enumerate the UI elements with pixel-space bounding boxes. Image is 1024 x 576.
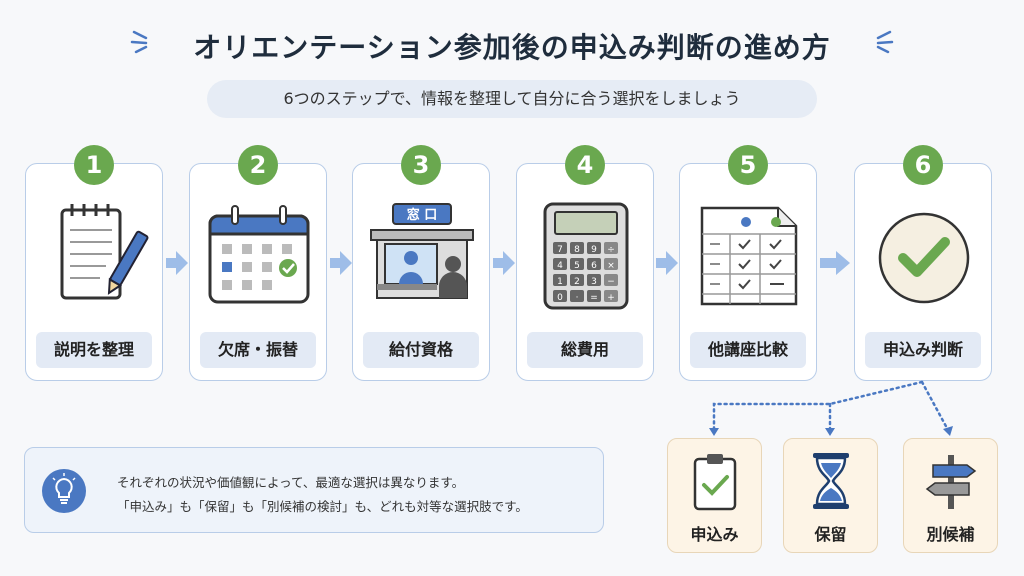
arrow-right-icon: [166, 251, 188, 275]
subtitle: 6つのステップで、情報を整理して自分に合う選択をしましょう: [207, 80, 817, 118]
calculator-key: [604, 258, 618, 270]
signpost-icon: [925, 455, 977, 509]
calculator-key: [587, 290, 601, 302]
calculator-key-label: 3: [591, 277, 597, 287]
sparkle-right-icon: [876, 30, 894, 54]
calculator-key-label: 7: [557, 245, 563, 255]
calculator-key: [587, 274, 601, 286]
option-label: 別候補: [926, 525, 975, 544]
calculator-key: [570, 258, 584, 270]
arrow-right-icon: [493, 251, 515, 275]
step-label: 説明を整理: [36, 332, 152, 368]
clipboard-check-icon: [693, 454, 737, 511]
calculator-key-label: ·: [576, 293, 579, 303]
arrow-right-icon: [330, 251, 352, 275]
calculator-key: [604, 290, 618, 302]
step-number-badge: 6: [903, 145, 943, 185]
arrow-right-icon: [656, 251, 678, 275]
step-5-card: 5 他講座比較: [679, 145, 817, 381]
calculator-key: [587, 242, 601, 254]
step-1-card: 1 説明を整理: [25, 145, 163, 381]
service-counter-icon: 窓 口: [370, 203, 474, 299]
calculator-key: [553, 290, 567, 302]
step-number-badge: 5: [728, 145, 768, 185]
calculator-key: [604, 242, 618, 254]
branch-connector: [709, 380, 953, 436]
calculator-icon: 7 8 9 ÷ 4 5 6 × 1 2 3− 0 · = +: [543, 202, 629, 310]
calculator-key-label: 5: [574, 261, 580, 271]
step-3-card: 3 窓 口 給付資格: [352, 145, 490, 381]
step-label: 他講座比較: [690, 332, 806, 368]
calculator-key: [553, 274, 567, 286]
step-2-card: 2 欠席・振替: [189, 145, 327, 381]
calculator-key: [570, 242, 584, 254]
calculator-key-label: 4: [557, 261, 563, 271]
step-label: 申込み判断: [865, 332, 981, 368]
calculator-key-label: =: [590, 293, 598, 303]
step-number-badge: 3: [401, 145, 441, 185]
calculator-key: [553, 242, 567, 254]
calculator-key-label: +: [607, 293, 615, 303]
step-number-badge: 2: [238, 145, 278, 185]
option-label: 保留: [814, 525, 847, 544]
calculator-key-label: ×: [607, 261, 615, 271]
calculator-key-label: 0: [557, 293, 563, 303]
step-6-card: 6 申込み判断: [854, 145, 992, 381]
page-title: オリエンテーション参加後の申込み判断の進め方: [193, 31, 831, 64]
option-apply-card: 申込み: [667, 438, 762, 553]
calculator-key: [553, 258, 567, 270]
step-label: 欠席・振替: [200, 332, 316, 368]
calculator-key-label: 1: [557, 277, 563, 287]
notepad-pen-icon: [60, 204, 149, 300]
calculator-key-label: 8: [574, 245, 580, 255]
note-line-1: それぞれの状況や価値観によって、最適な選択は異なります。: [117, 475, 465, 490]
option-hold-card: 保留: [783, 438, 878, 553]
calculator-key-label: 2: [574, 277, 580, 287]
calculator-key-label: 6: [591, 261, 597, 271]
step-label: 給付資格: [363, 332, 479, 368]
option-alternative-card: 別候補: [903, 438, 998, 553]
comparison-table-icon: [700, 206, 798, 306]
step-number-badge: 1: [74, 145, 114, 185]
hourglass-icon: [813, 453, 849, 509]
sparkle-left-icon: [130, 30, 148, 54]
note-line-2: 「申込み」も「保留」も「別候補の検討」も、どれも対等な選択肢です。: [117, 499, 528, 514]
step-number-badge: 4: [565, 145, 605, 185]
calculator-key: [570, 290, 584, 302]
option-label: 申込み: [690, 525, 739, 544]
step-4-card: 4 7 8 9 ÷ 4 5 6 × 1 2 3− 0 · = + 総費用: [516, 145, 654, 381]
calculator-key: [587, 258, 601, 270]
calculator-key-label: 9: [591, 245, 597, 255]
calculator-key: [604, 274, 618, 286]
arrow-right-icon: [820, 251, 850, 275]
step-label: 総費用: [527, 332, 643, 368]
calculator-key-label: ÷: [607, 245, 615, 255]
calculator-key-label: −: [607, 277, 615, 287]
calendar-check-icon: [208, 205, 310, 304]
check-circle-icon: [878, 212, 970, 304]
calculator-key: [570, 274, 584, 286]
counter-sign-text: 窓 口: [407, 207, 438, 223]
note-box: それぞれの状況や価値観によって、最適な選択は異なります。 「申込み」も「保留」も…: [24, 447, 604, 533]
lightbulb-icon: [42, 469, 86, 513]
